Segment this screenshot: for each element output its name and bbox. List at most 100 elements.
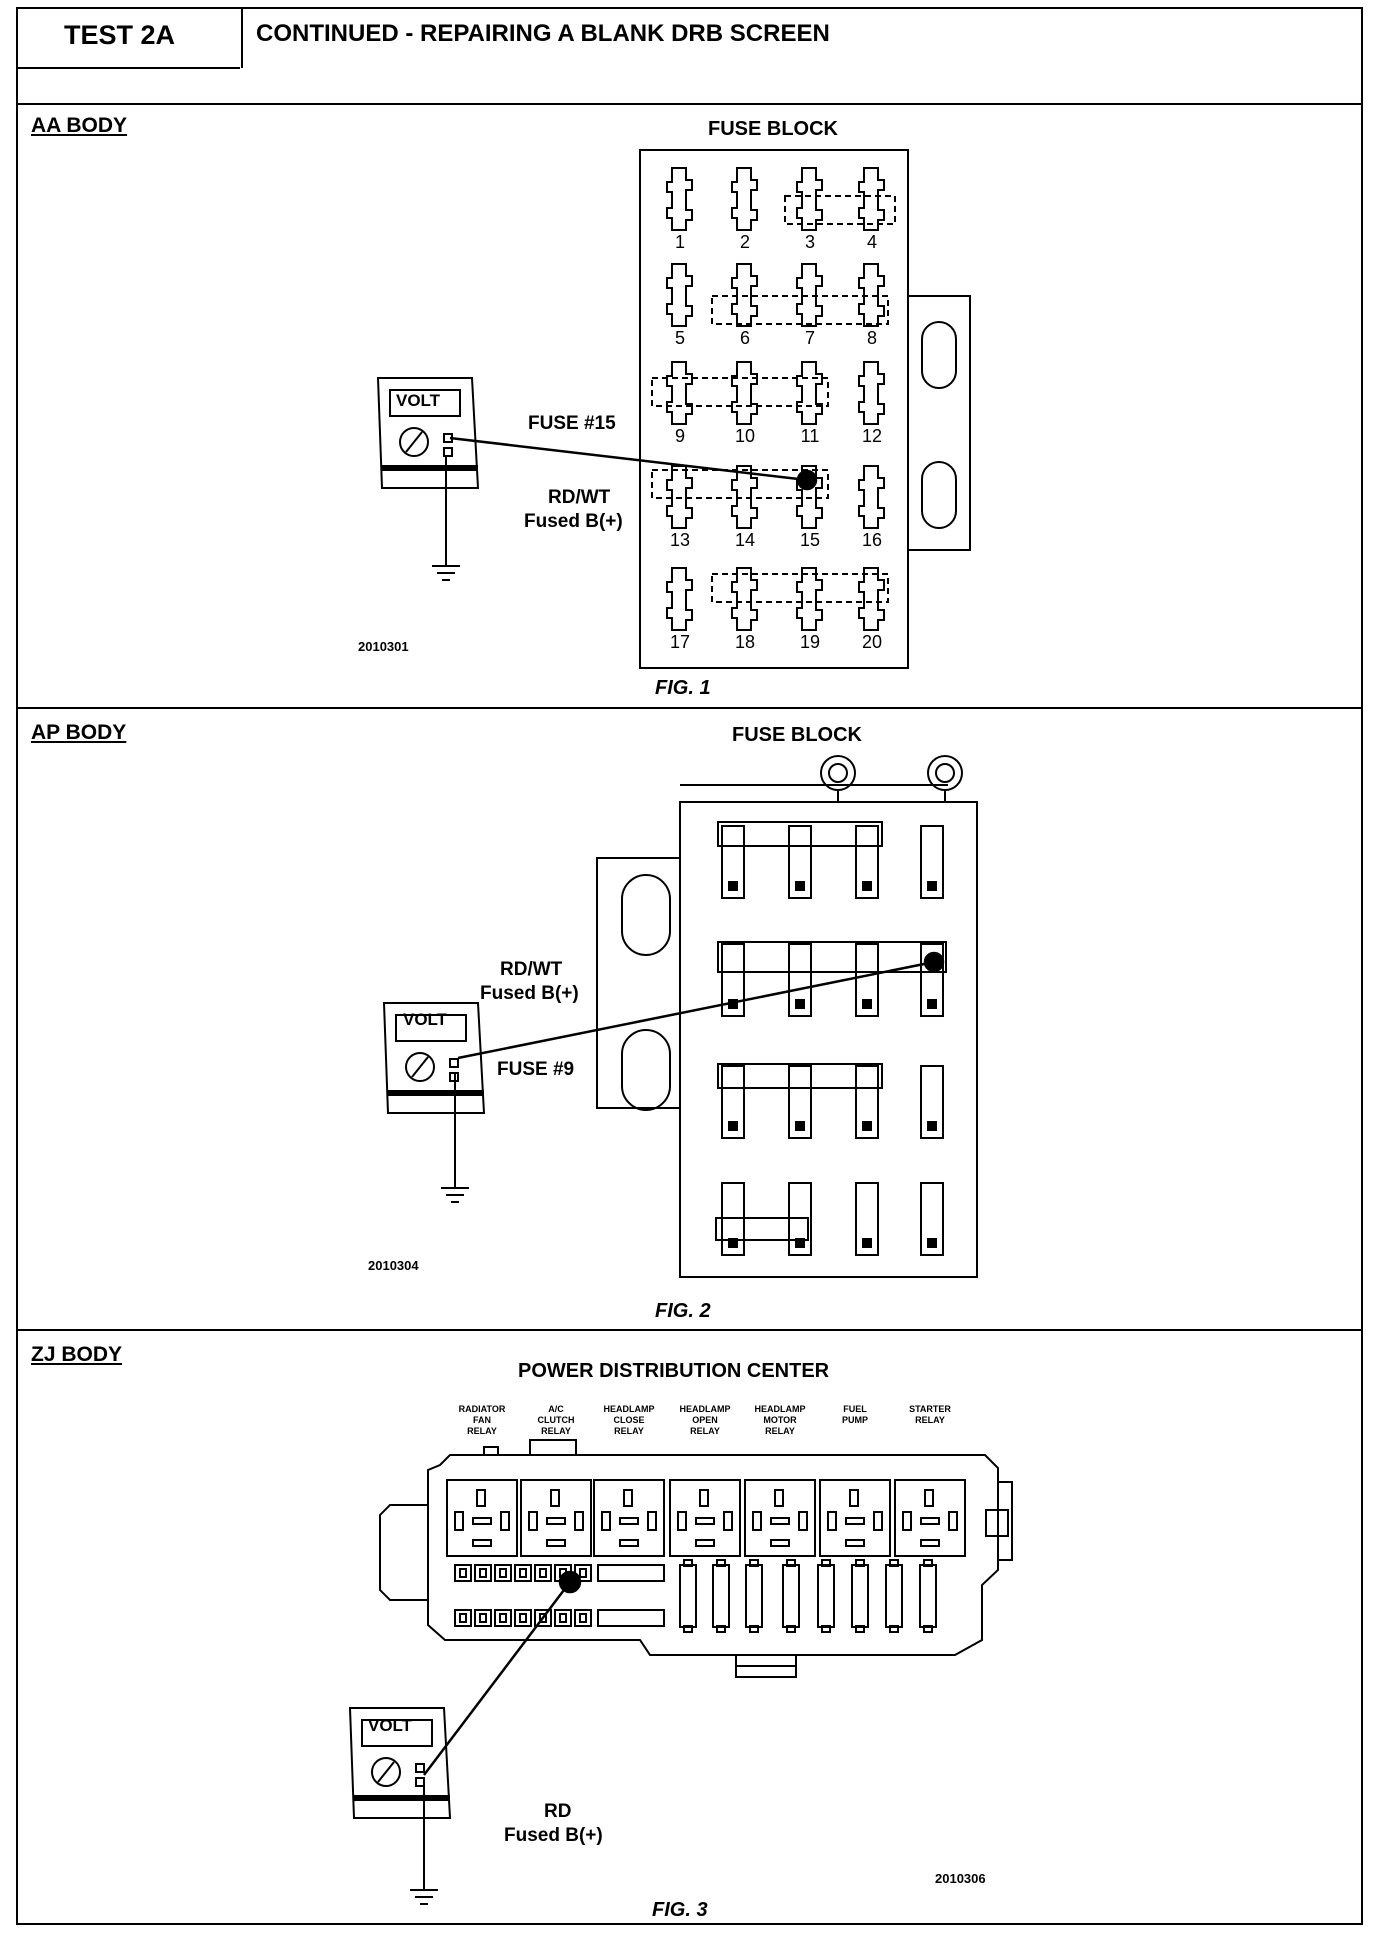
mini-fuse [494, 1609, 512, 1627]
mini-fuse [494, 1564, 512, 1582]
fuse-number: 19 [799, 632, 821, 652]
jumper-outline [784, 195, 896, 225]
fig1-meter-label: VOLT [396, 391, 441, 410]
fuse-number: 6 [739, 328, 750, 348]
cartridge-fuse [679, 1559, 697, 1633]
fig2-fuse-block [596, 755, 978, 1278]
fig2-wire-color: RD/WT [500, 959, 563, 980]
fig2-figure-number: 2010304 [368, 1258, 419, 1273]
fuse-number: 8 [866, 328, 877, 348]
mini-fuse [454, 1609, 472, 1627]
cartridge-fuse [919, 1559, 937, 1633]
fig2-body-label: AP BODY [31, 721, 127, 744]
page-frame [16, 7, 1363, 1925]
fig3-pdc [379, 1439, 1013, 1678]
fuse-socket-9 [666, 361, 693, 425]
test-label: TEST 2A [64, 20, 176, 50]
blade-fuse [855, 825, 879, 899]
mini-fuse [534, 1564, 552, 1582]
fig3-meter-label: VOLT [368, 1716, 413, 1735]
fig1-wire-color: RD/WT [548, 487, 611, 508]
ground-symbol [410, 1780, 438, 1905]
fig1-caption: FIG. 1 [655, 677, 711, 699]
fig1-probe-tip [796, 469, 818, 491]
fig3-body-label: ZJ BODY [31, 1343, 123, 1366]
fuse-number: 7 [804, 328, 815, 348]
fuse-socket-13 [666, 465, 693, 529]
mini-fuse [454, 1564, 472, 1582]
fig1-fuse-callout: FUSE #15 [528, 413, 616, 434]
maxi-fuse [597, 1609, 665, 1627]
ground-symbol [432, 456, 460, 581]
fuse-socket-5 [666, 263, 693, 327]
fig2-block-title: FUSE BLOCK [732, 724, 862, 746]
fuse-number: 17 [669, 632, 691, 652]
jumper-outline [651, 469, 829, 499]
fuse-socket-1 [666, 167, 693, 231]
fuse-socket-8 [858, 263, 885, 327]
fuse-socket-7 [796, 263, 823, 327]
maxi-fuse [597, 1564, 665, 1582]
fuse-number: 10 [734, 426, 756, 446]
fuse-number: 4 [866, 232, 877, 252]
fuse-socket-11 [796, 361, 823, 425]
bus-bar [717, 941, 947, 973]
bus-bar [717, 1063, 883, 1089]
fuse-number: 14 [734, 530, 756, 550]
fig1-block-title: FUSE BLOCK [708, 118, 838, 140]
jumper-outline [711, 295, 889, 325]
mini-fuse [574, 1609, 592, 1627]
fig1-body-label: AA BODY [31, 114, 128, 137]
fuse-number: 12 [861, 426, 883, 446]
fuse-number: 20 [861, 632, 883, 652]
mini-fuse [534, 1609, 552, 1627]
fig2-meter-label: VOLT [403, 1010, 448, 1029]
mini-fuse [514, 1609, 532, 1627]
fuse-number: 3 [804, 232, 815, 252]
fuse-number: 1 [674, 232, 685, 252]
fuse-socket-18 [731, 567, 758, 631]
blade-fuse [920, 1182, 944, 1256]
fig1-probe-lead [449, 436, 808, 482]
jumper-outline [651, 377, 829, 407]
relay-socket [520, 1479, 592, 1557]
fuse-number: 2 [739, 232, 750, 252]
blade-fuse [920, 825, 944, 899]
fig3-wire-color: RD [544, 1801, 572, 1822]
blade-fuse [920, 943, 944, 1017]
blade-fuse [788, 1065, 812, 1139]
fuse-number: 11 [800, 426, 820, 446]
cartridge-fuse [851, 1559, 869, 1633]
fig2-voltmeter [382, 1002, 486, 1114]
cartridge-fuse [782, 1559, 800, 1633]
blade-fuse [721, 1065, 745, 1139]
relay-socket [593, 1479, 665, 1557]
fuse-socket-15 [796, 465, 823, 529]
cartridge-fuse [712, 1559, 730, 1633]
relay-socket [744, 1479, 816, 1557]
fig2-caption: FIG. 2 [655, 1300, 711, 1322]
blade-fuse [855, 1065, 879, 1139]
fig3-probe-lead [423, 1581, 571, 1776]
blade-fuse [788, 825, 812, 899]
fuse-number: 18 [734, 632, 756, 652]
relay-socket [446, 1479, 518, 1557]
page-title: CONTINUED - REPAIRING A BLANK DRB SCREEN [256, 20, 830, 47]
fig2-wire-desc: Fused B(+) [480, 983, 579, 1004]
fuse-socket-20 [858, 567, 885, 631]
fuse-socket-3 [796, 167, 823, 231]
fuse-socket-14 [731, 465, 758, 529]
fuse-socket-10 [731, 361, 758, 425]
fuse-number: 16 [861, 530, 883, 550]
fuse-number: 15 [799, 530, 821, 550]
cartridge-fuse [745, 1559, 763, 1633]
bus-bar [717, 821, 883, 847]
fig2-probe-lead [457, 960, 935, 1060]
jumper-outline [711, 573, 889, 603]
mini-fuse [554, 1609, 572, 1627]
fuse-socket-19 [796, 567, 823, 631]
